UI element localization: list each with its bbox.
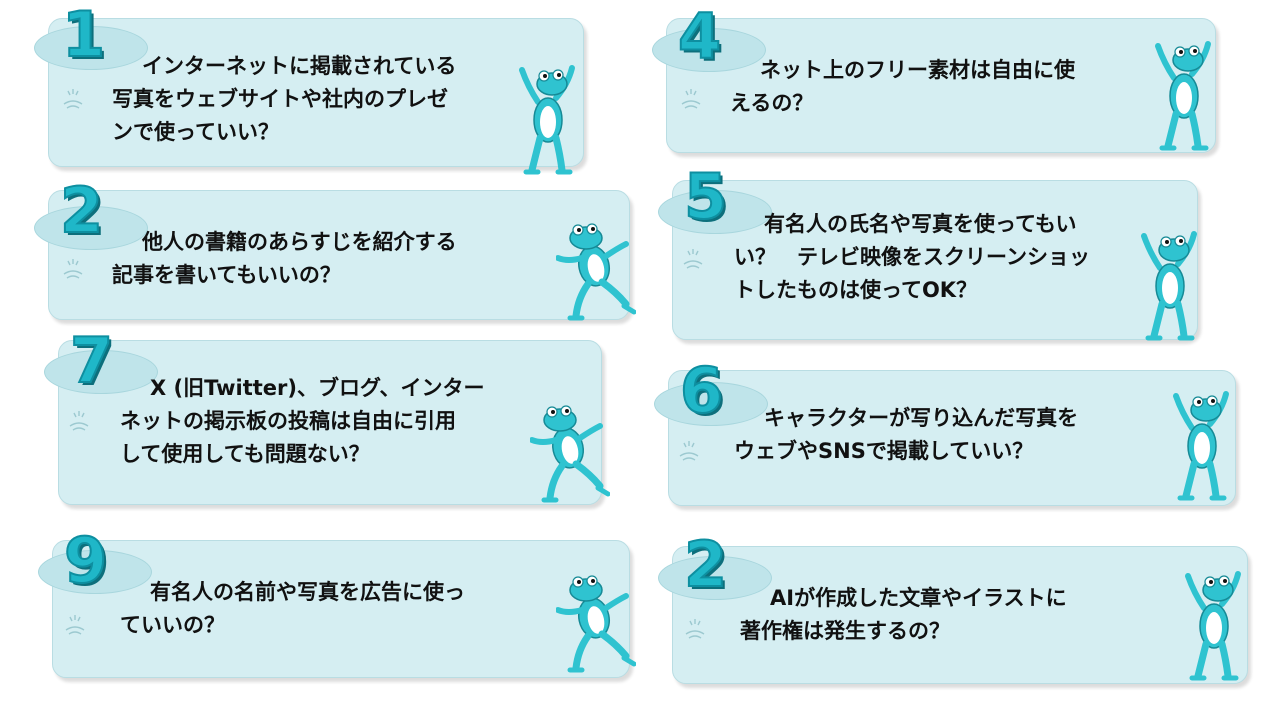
question-number: 2 xyxy=(59,174,104,247)
lily-pad xyxy=(652,28,766,72)
lily-pad xyxy=(34,206,148,250)
question-number: 2 xyxy=(683,528,728,601)
ripple-icon xyxy=(683,248,703,269)
question-text: インターネットに掲載されている 写真をウェブサイトや社内のプレゼ ンで使っていい… xyxy=(112,54,457,144)
lily-pad xyxy=(44,350,158,394)
question-text: 他人の書籍のあらすじを紹介する 記事を書いてもいいの？ xyxy=(112,230,457,287)
frog-icon xyxy=(1172,388,1232,503)
question-card-6 xyxy=(668,370,1236,506)
ripple-icon xyxy=(681,88,701,109)
ripple-icon xyxy=(63,258,83,279)
question-number: 1 xyxy=(61,0,106,71)
question-number: 5 xyxy=(683,160,728,233)
ripple-icon xyxy=(69,410,89,431)
frog-icon xyxy=(1140,228,1200,343)
question-card-9 xyxy=(52,540,630,678)
frog-icon xyxy=(530,400,610,504)
question-text: ネット上のフリー素材は自由に使 えるの？ xyxy=(730,58,1075,115)
lily-pad xyxy=(654,382,768,426)
ripple-icon xyxy=(685,618,705,639)
question-number: 6 xyxy=(679,354,724,427)
frog-icon xyxy=(556,218,636,322)
lily-pad xyxy=(38,550,152,594)
frog-icon xyxy=(1154,38,1214,153)
question-number: 4 xyxy=(677,0,722,73)
frog-icon xyxy=(1184,568,1244,683)
question-text: 有名人の氏名や写真を使ってもい い？ テレビ映像をスクリーンショッ トしたものは… xyxy=(734,212,1090,302)
question-text: AIが作成した文章やイラストに 著作権は発生するの？ xyxy=(740,586,1067,643)
question-text: キャラクターが写り込んだ写真を ウェブやSNSで掲載していい？ xyxy=(734,406,1079,463)
question-card-2 xyxy=(48,190,630,320)
question-text: 有名人の名前や写真を広告に使っ ていいの？ xyxy=(120,580,465,637)
lily-pad xyxy=(658,190,772,234)
ripple-icon xyxy=(63,88,83,109)
ripple-icon xyxy=(65,614,85,635)
question-number: 9 xyxy=(63,524,108,597)
ripple-icon xyxy=(679,440,699,461)
frog-icon xyxy=(518,62,578,177)
frog-icon xyxy=(556,570,636,674)
lily-pad xyxy=(658,556,772,600)
question-number: 7 xyxy=(69,324,114,397)
lily-pad xyxy=(34,26,148,70)
question-text: X (旧Twitter)、ブログ、インター ネットの掲示板の投稿は自由に引用 し… xyxy=(120,376,485,466)
